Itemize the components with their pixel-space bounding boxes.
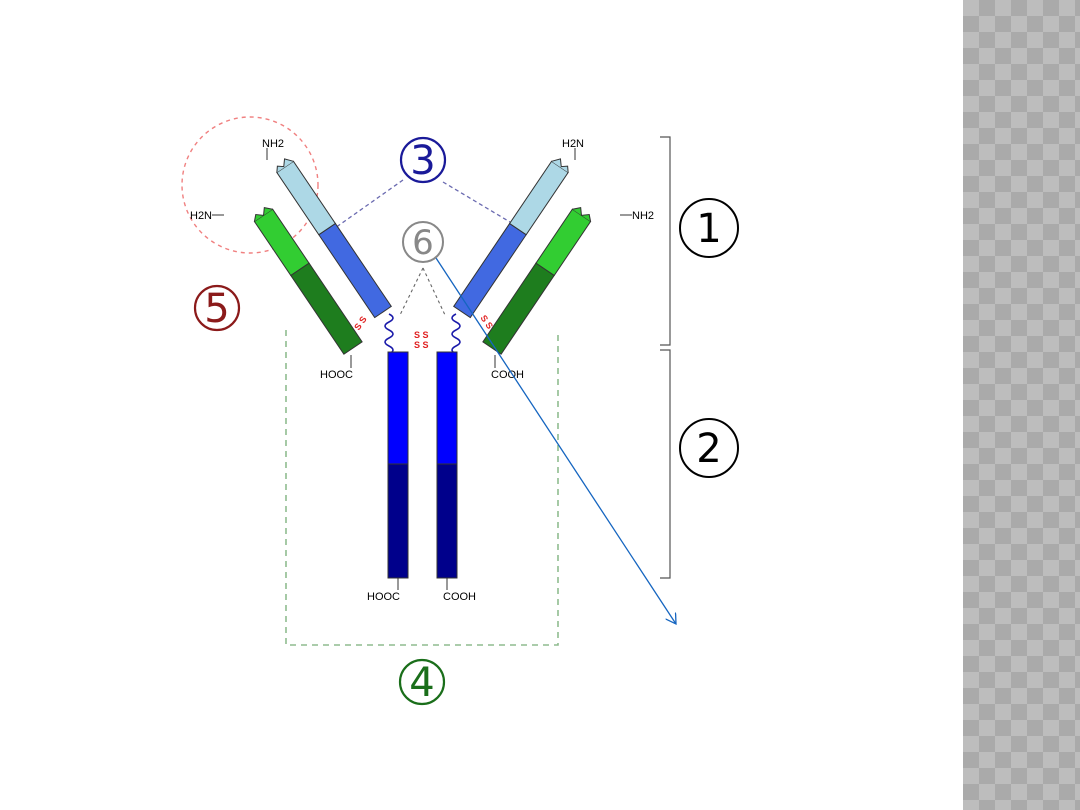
variable-region-circle [181, 116, 319, 254]
marker3-line-right [442, 181, 516, 226]
marker3-line-left [334, 179, 404, 229]
light-left-c-terminus: HOOC [320, 369, 353, 381]
marker-5-label: 5 [204, 286, 229, 332]
bracket-fc [660, 349, 671, 579]
left-heavy-chain-fc [387, 351, 409, 579]
light-left-n-terminus: H2N [190, 210, 212, 222]
marker6-line-left [399, 267, 424, 316]
marker-2: 2 [679, 418, 739, 478]
heavy-left-c-terminus: HOOC [367, 591, 400, 603]
left-heavy-chain-arm [276, 158, 392, 319]
pointer-arrow [435, 257, 676, 624]
marker-5: 5 [193, 284, 241, 332]
marker-2-label: 2 [696, 426, 721, 472]
antibody-diagram: S S S S S S S S NH2 H2N H2N NH2 HOOC COO… [181, 116, 739, 706]
hinge-disulfide-upper: S S [414, 330, 429, 340]
marker-4: 4 [398, 658, 446, 706]
left-arm-disulfide: S S [352, 314, 369, 332]
side-pattern-panel [963, 0, 1080, 810]
right-heavy-chain-arm [453, 158, 569, 319]
light-right-c-terminus: COOH [491, 369, 524, 381]
fc-region-box [285, 330, 559, 646]
marker-3-label: 3 [410, 138, 435, 184]
left-light-chain [253, 206, 363, 355]
heavy-left-n-terminus: NH2 [262, 138, 284, 150]
hinge-coil-left [384, 313, 394, 355]
marker-4-label: 4 [409, 660, 434, 706]
marker-6-label: 6 [412, 223, 434, 263]
right-heavy-chain-fc [436, 351, 458, 579]
marker-6: 6 [402, 221, 444, 263]
heavy-right-c-terminus: COOH [443, 591, 476, 603]
slide [0, 0, 963, 810]
marker-1-label: 1 [696, 206, 721, 252]
right-light-chain [482, 206, 592, 355]
marker6-line-right [422, 267, 446, 316]
bracket-fab [660, 136, 671, 346]
marker-3: 3 [399, 136, 447, 184]
hinge-disulfide-lower: S S [414, 340, 429, 350]
light-right-n-terminus: NH2 [632, 210, 654, 222]
marker-1: 1 [679, 198, 739, 258]
hinge-coil-right [451, 313, 461, 355]
heavy-right-n-terminus: H2N [562, 138, 584, 150]
